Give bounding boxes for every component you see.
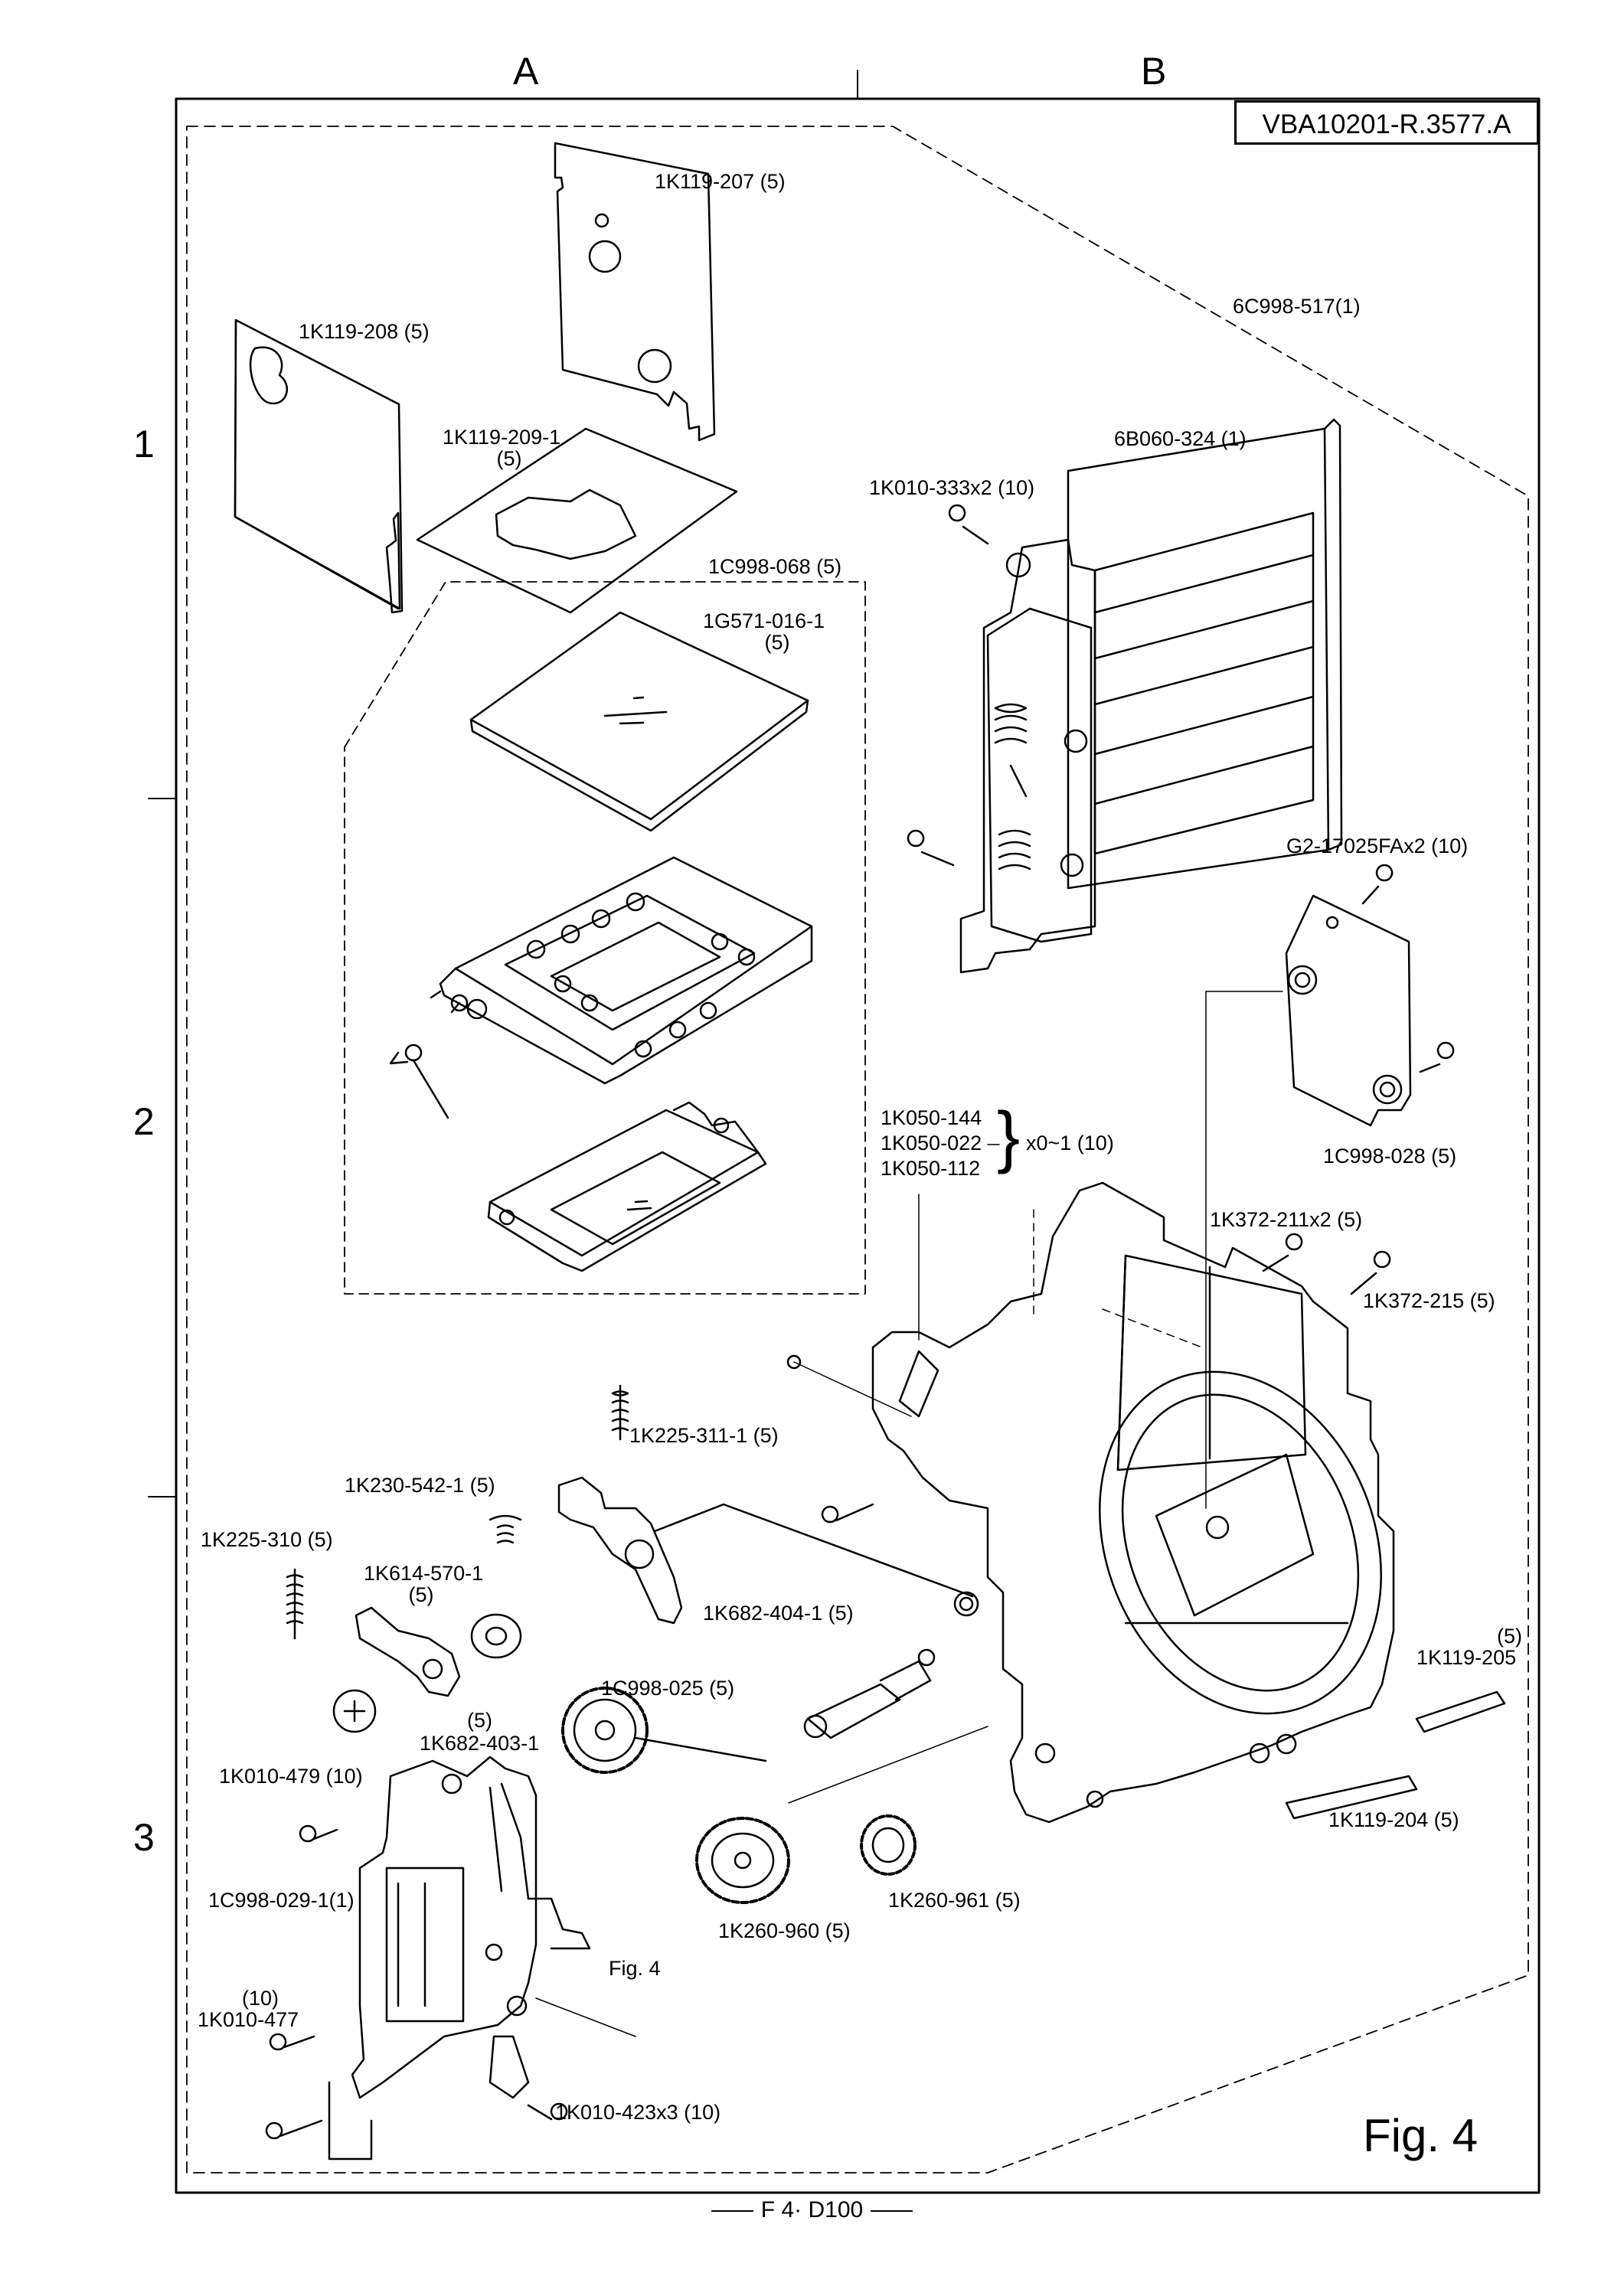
shield-plate-207 (554, 142, 716, 442)
part-label-qty: (10) (242, 1987, 279, 2010)
part-label: 1G571-016-1 (703, 609, 825, 632)
part-label: 1K260-961 (5) (888, 1889, 1021, 1912)
part-label: 1K682-404-1 (5) (703, 1602, 854, 1625)
part-label: 1K682-403-1 (420, 1732, 540, 1755)
part-label: 1K050-144 (881, 1106, 982, 1129)
part-label: 1K225-311-1 (5) (629, 1424, 779, 1447)
part-label: 1K119-208 (5) (299, 320, 430, 343)
part-label: 1K050-112 (881, 1157, 981, 1180)
part-label: 1K225-310 (5) (201, 1528, 333, 1551)
screen-retainer (487, 1101, 767, 1272)
part-label-qty: (5) (467, 1709, 492, 1732)
screen-holder-frame (389, 856, 813, 1119)
grid-row-3: 3 (133, 1816, 155, 1859)
mirror-drive-module (265, 1755, 636, 2160)
subassembly-boundary (344, 581, 866, 1295)
footer-dash (711, 2210, 753, 2213)
shield-plate-208 (234, 318, 404, 614)
part-label: 6C998-517(1) (1233, 295, 1361, 318)
part-label-qty: (5) (496, 447, 522, 470)
lever-1k682-403 (355, 1606, 461, 1697)
part-label: G2-17025FAx2 (10) (1286, 834, 1469, 857)
grid-column-b: B (1141, 50, 1167, 93)
strip-205 (1415, 1690, 1506, 1733)
part-label: 1K010-423x3 (10) (555, 2101, 721, 2124)
page-footer: F 4· D100 (0, 2197, 1624, 2223)
part-label: 1K119-205 (1417, 1646, 1517, 1669)
grid-column-a: A (513, 50, 539, 93)
part-label: 1K010-477 (198, 2008, 299, 2031)
part-label: 1C998-025 (5) (601, 1677, 735, 1700)
figure-reference: Fig. 4 (609, 1957, 661, 1980)
part-label: 1K230-542-1 (5) (345, 1474, 495, 1497)
drive-shaft (788, 1648, 988, 1804)
part-label: 1K119-207 (5) (655, 170, 786, 193)
part-label: 1C998-029-1(1) (208, 1889, 355, 1912)
part-label: 1K010-479 (10) (219, 1765, 363, 1788)
footer-dash (871, 2210, 913, 2213)
bracket-028 (1205, 864, 1455, 1509)
assembly-boundary (186, 126, 1529, 2174)
gear-1k260-960 (695, 1817, 790, 1904)
part-label: 1K614-570-1 (364, 1562, 484, 1585)
sheet-209-1 (416, 427, 738, 614)
grid-row-2: 2 (133, 1100, 155, 1143)
grid-row-1: 1 (133, 423, 155, 465)
reference-code: VBA10201-R.3577.A (1234, 100, 1539, 145)
figure-title: Fig. 4 (1363, 2110, 1479, 2161)
part-label: 1K010-333x2 (10) (869, 476, 1035, 499)
part-label: 1C998-068 (5) (708, 555, 842, 578)
strip-204 (1285, 1775, 1418, 1820)
part-label: 6B060-324 (1) (1114, 427, 1247, 450)
screw-1k010-479 (332, 1689, 377, 1733)
part-label-qty: x0~1 (10) (1026, 1132, 1114, 1155)
spring-1k225-311 (611, 1384, 629, 1441)
mirror-box (786, 1181, 1395, 1824)
part-label: 1K119-209-1 (443, 426, 561, 449)
part-label: 1K050-022 (881, 1132, 982, 1155)
plate-1g571 (469, 611, 809, 832)
part-label-qty: (5) (1497, 1625, 1522, 1648)
footer-text: F 4· D100 (760, 2197, 864, 2223)
part-label-qty: (5) (764, 631, 790, 654)
spring-1k230-542 (489, 1514, 522, 1544)
brace: } (997, 1099, 1021, 1175)
part-label: 1K260-960 (5) (718, 1919, 851, 1942)
leader-lines (918, 1144, 1000, 1341)
part-label: 1C998-028 (5) (1323, 1145, 1457, 1168)
part-label: 1K372-211x2 (5) (1210, 1208, 1363, 1231)
part-label: 1K372-215 (5) (1363, 1289, 1495, 1312)
part-label-qty: (5) (408, 1583, 434, 1606)
gear-1c998-025 (561, 1687, 767, 1774)
gear-1k260-961 (860, 1814, 917, 1876)
collar-1k614-570 (470, 1613, 522, 1659)
spring-1k225-310 (286, 1568, 304, 1640)
shutter-unit (907, 418, 1343, 974)
lever-1k682-404 (557, 1476, 974, 1625)
part-label: 1K119-204 (5) (1328, 1808, 1459, 1831)
